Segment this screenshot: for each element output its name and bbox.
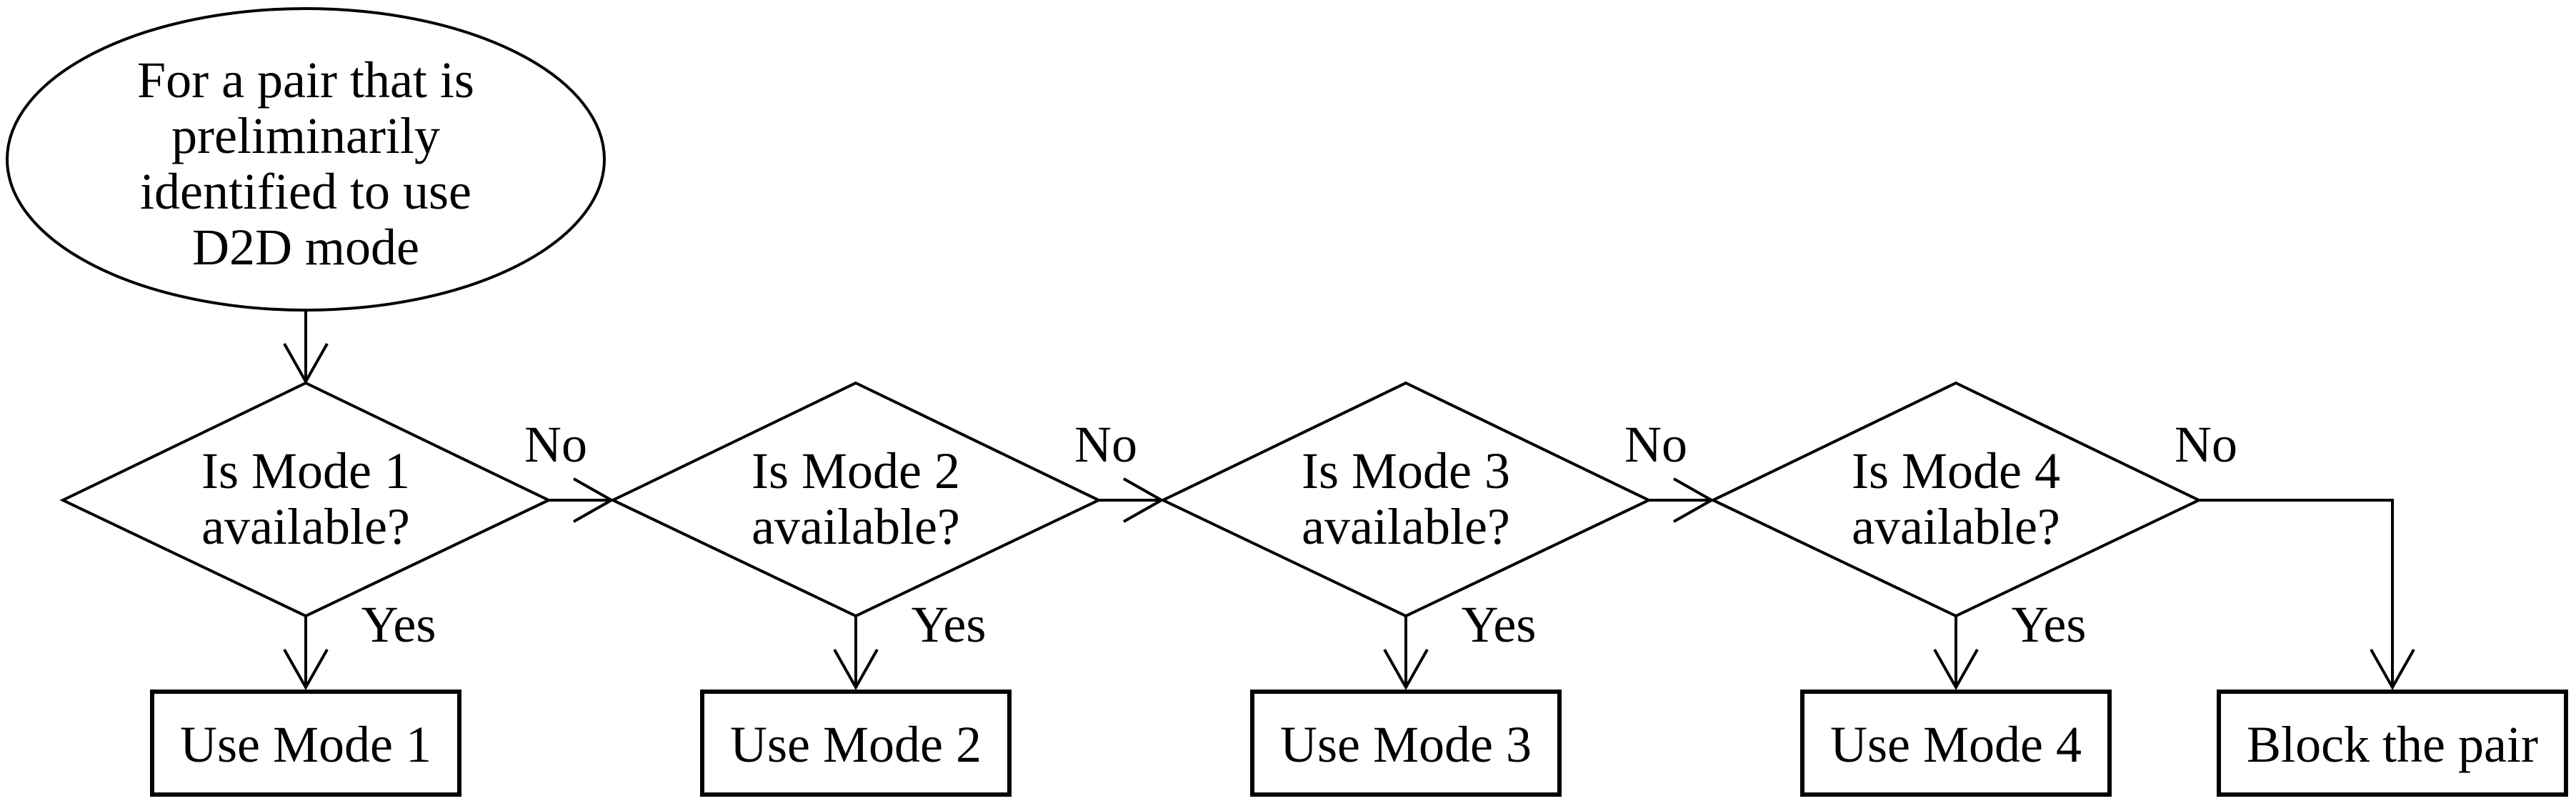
start-text-line-4: D2D mode (192, 219, 419, 276)
decision2-question-line-2: available? (752, 498, 960, 555)
decision1-question-line-1: Is Mode 1 (201, 442, 410, 499)
result-label-mode-1: Use Mode 1 (180, 716, 431, 773)
decision-node-mode-4: Is Mode 4 available? No Yes Use Mode 4 (1709, 381, 2237, 797)
no-elbow-decision4-to-block (2199, 499, 2415, 691)
decision1-yes-label: Yes (361, 596, 436, 653)
result-label-mode-4: Use Mode 4 (1830, 716, 2082, 773)
block-rect (2217, 690, 2568, 797)
decision-node-mode-2: Is Mode 2 available? No Yes Use Mode 2 (609, 381, 1137, 797)
decision-diamond-mode-4 (1709, 381, 2202, 618)
result-label-mode-3: Use Mode 3 (1280, 716, 1532, 773)
start-node: For a pair that is preliminarily identif… (6, 7, 606, 312)
decision3-question-line-1: Is Mode 3 (1302, 442, 1510, 499)
decision1-no-label: No (524, 416, 587, 473)
decision4-yes-label: Yes (2012, 596, 2087, 653)
result-rect-mode-2 (700, 690, 1012, 797)
decision3-question-line-2: available? (1302, 498, 1510, 555)
result-rect-mode-4 (1800, 690, 2112, 797)
decision-diamond-mode-1 (59, 381, 552, 618)
decision2-question-line-1: Is Mode 2 (752, 442, 960, 499)
block-label: Block the pair (2247, 716, 2538, 773)
start-text-line-2: preliminarily (171, 107, 440, 164)
result-rect-mode-3 (1250, 690, 1562, 797)
decision2-no-label: No (1074, 416, 1137, 473)
decision4-no-label: No (2175, 416, 2237, 473)
start-text-line-3: identified to use (140, 163, 471, 220)
decision-node-mode-3: Is Mode 3 available? No Yes Use Mode 3 (1159, 381, 1687, 797)
block-node: Block the pair (2217, 690, 2568, 797)
start-ellipse (6, 7, 606, 312)
decision4-question-line-1: Is Mode 4 (1852, 442, 2060, 499)
edges (283, 310, 2415, 691)
decision-node-mode-1: Is Mode 1 available? No Yes Use Mode 1 (59, 381, 587, 797)
decision-diamond-mode-2 (609, 381, 1102, 618)
start-text-line-1: For a pair that is (137, 51, 474, 109)
decision3-no-label: No (1624, 416, 1687, 473)
result-label-mode-2: Use Mode 2 (730, 716, 982, 773)
decision2-yes-label: Yes (912, 596, 987, 653)
decision4-question-line-2: available? (1852, 498, 2060, 555)
decision3-yes-label: Yes (1462, 596, 1537, 653)
decision1-question-line-2: available? (201, 498, 410, 555)
decision-diamond-mode-3 (1159, 381, 1652, 618)
result-rect-mode-1 (150, 690, 461, 797)
